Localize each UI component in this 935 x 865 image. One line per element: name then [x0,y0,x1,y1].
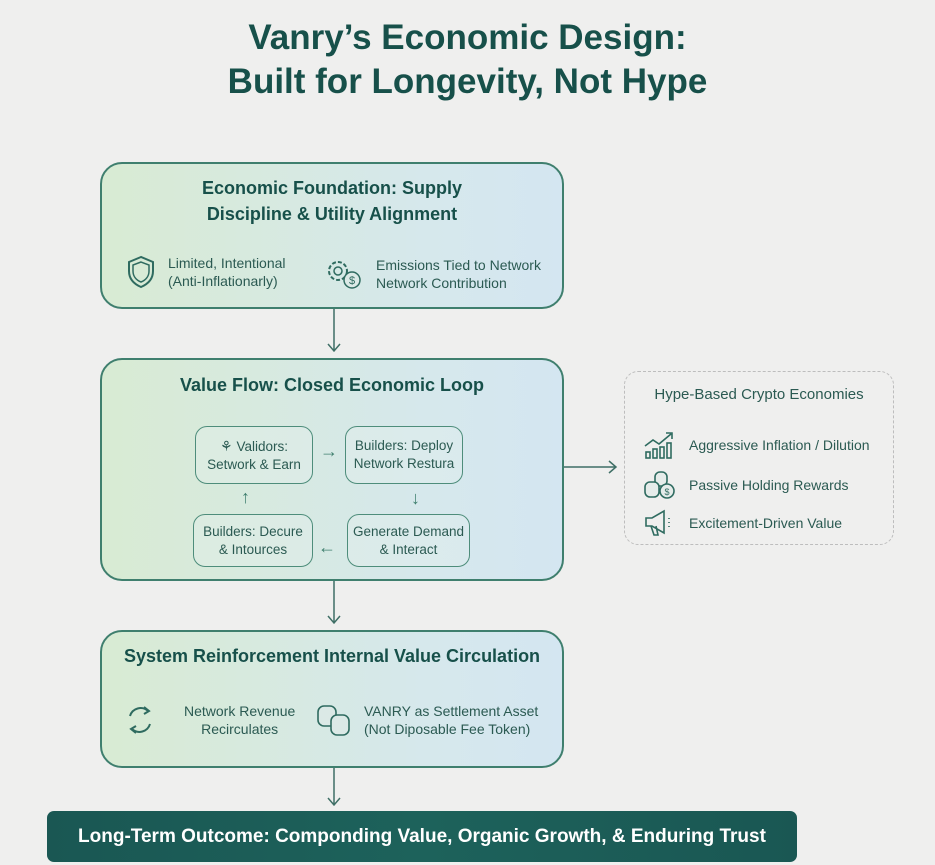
foundation-panel: Economic Foundation: Supply Discipline &… [100,162,564,309]
item-line2: (Not Diposable Fee Token) [364,721,531,737]
page-title-line2: Built for Longevity, Not Hype [227,62,708,101]
foundation-title-1: Economic Foundation: Supply [202,178,462,198]
arrow-reinforcement-to-outcome [327,768,341,807]
item-line1: Network Revenue [184,703,296,719]
hype-item: Aggressive Inflation / Dilution [643,430,870,460]
hype-title: Hype-Based Crypto Economies [654,386,864,403]
node-line1: Builders: Deploy [354,438,454,453]
node-line1: Builders: Decure [203,523,303,539]
coin-stack-icon [317,705,350,736]
shield-icon [128,255,154,289]
reinforcement-title: System Reinforcement Internal Value Circ… [123,646,541,666]
outcome-banner: Long-Term Outcome: Componding Value, Org… [47,811,797,862]
hype-item: $ Passive Holding Rewards [643,470,849,500]
validator-icon: ⚘ [220,437,237,454]
node-line2: & Interact [379,541,438,557]
item-line1: VANRY as Settlement Asset [364,703,539,719]
arrow-up-icon: ↑ [241,487,250,507]
foundation-item-line1: Limited, Intentional [168,255,286,271]
arrow-right-icon: → [320,441,338,461]
loop-node-builders-secure: Builders: Decure & Intources [193,514,313,567]
node-line1: Generate Demand [352,523,465,539]
foundation-item-line1: Emissions Tied to Network [376,257,541,273]
node-line2: & Intources [218,541,288,557]
arrow-foundation-to-flow [327,309,341,353]
value-flow-panel: Value Flow: Closed Economic Loop [100,358,564,581]
hype-item: Excitement-Driven Value [643,508,842,538]
node-line2: Setwork & Earn [207,456,301,472]
foundation-item-line2: Network Contribution [376,275,507,291]
item-line2: Recirculates [201,721,279,737]
arrow-flow-to-reinforcement [327,581,341,625]
value-flow-title: Value Flow: Closed Economic Loop [180,375,485,395]
gear-dollar-icon: $ [328,261,361,289]
megaphone-icon [645,509,670,536]
outcome-label: Long-Term Outcome: Componding Value, Org… [78,825,766,847]
node-line1: Validors: [236,438,288,454]
svg-text:$: $ [664,487,669,497]
chart-up-icon [644,432,673,459]
hype-item-label: Aggressive Inflation / Dilution [689,437,870,453]
loop-node-validators: ⚘ Validors: Setwork & Earn [195,426,313,484]
foundation-item-supply: Limited, Intentional (Anti-Inflationarly) [126,254,286,290]
hype-item-label: Passive Holding Rewards [689,477,849,493]
loop-node-generate-demand: Generate Demand & Interact [347,514,470,567]
page-title-line1: Vanry’s Economic Design: [248,18,687,57]
node-line2: Network Restura [353,456,455,471]
reinforcement-panel: System Reinforcement Internal Value Circ… [100,630,564,768]
arrow-down-icon: ↓ [411,488,420,508]
svg-text:$: $ [349,275,355,287]
hype-economies-panel: Hype-Based Crypto Economies Aggressive I… [624,371,894,545]
foundation-title-2: Discipline & Utility Alignment [206,204,458,224]
foundation-item-line2: (Anti-Inflationarly) [168,273,278,289]
arrow-left-icon: ← [318,537,336,557]
coins-dollar-icon: $ [644,471,675,499]
hype-item-label: Excitement-Driven Value [689,515,843,531]
recycle-icon [129,706,151,734]
reinforcement-item-settlement: VANRY as Settlement Asset (Not Diposable … [316,702,538,738]
arrow-flow-to-hype [564,460,618,474]
